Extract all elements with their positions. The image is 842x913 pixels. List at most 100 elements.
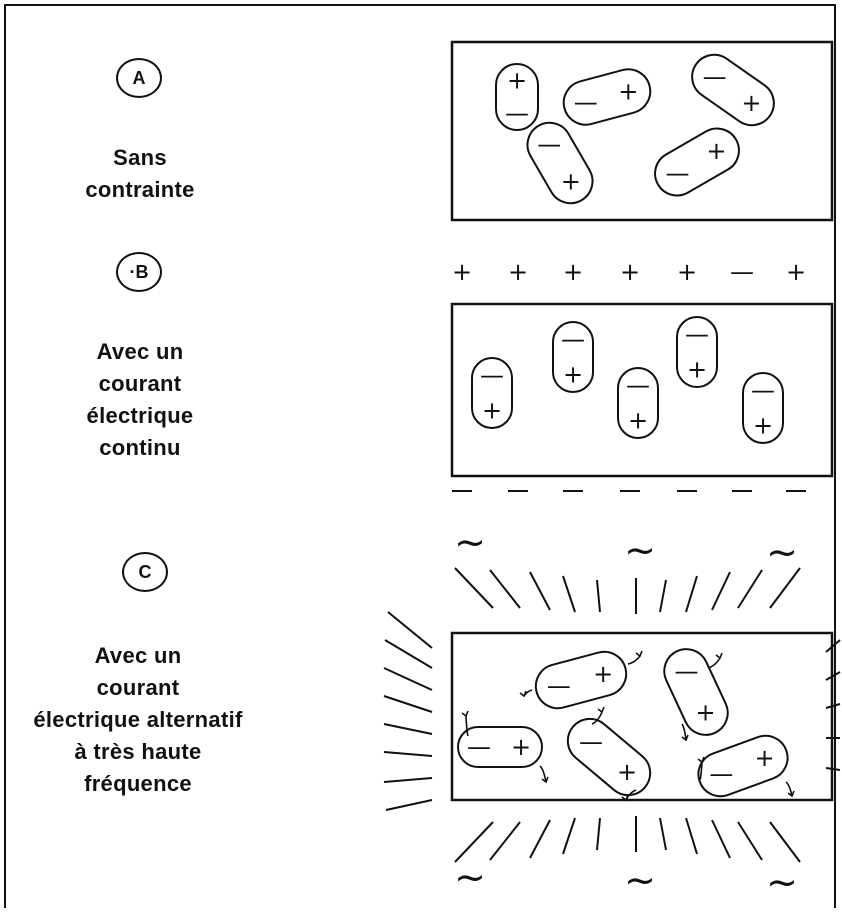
panel-a-label: A <box>116 58 162 98</box>
dipole-molecule: —+ <box>566 717 652 797</box>
negative-charge: — <box>505 100 529 128</box>
dipole-molecule: —+ <box>457 726 543 768</box>
radiation-ray <box>383 723 433 735</box>
plate-charge-positive: + <box>563 258 583 286</box>
rotation-arrow <box>681 723 687 741</box>
caption-line: courant <box>96 675 180 700</box>
molecule-capsule <box>676 316 718 388</box>
radiation-ray <box>711 819 731 859</box>
negative-charge: — <box>626 372 650 400</box>
dipole-molecule: —+ <box>697 734 789 798</box>
positive-charge: + <box>482 397 502 425</box>
molecule-capsule <box>654 127 740 197</box>
caption-line: électrique <box>86 403 194 428</box>
caption-line: électrique alternatif <box>33 707 243 732</box>
radiation-ray <box>385 799 433 811</box>
negative-charge: — <box>561 326 585 354</box>
alternating-current-symbol: ~ <box>766 530 798 574</box>
molecule-capsule <box>562 68 652 126</box>
negative-charge: — <box>751 377 775 405</box>
rotation-arrow <box>465 715 469 737</box>
panel-b-caption: Avec un courant électrique continu <box>50 336 230 464</box>
positive-charge: + <box>687 356 707 384</box>
negative-charge: — <box>666 159 690 187</box>
radiation-ray <box>825 639 841 653</box>
radiation-ray <box>489 821 521 861</box>
radiation-ray <box>825 671 841 681</box>
dipole-molecule: —+ <box>676 316 718 388</box>
positive-charge: + <box>695 698 715 726</box>
negative-charge: — <box>537 130 561 158</box>
radiation-ray <box>659 817 667 851</box>
radiation-ray <box>562 575 576 613</box>
molecule-capsule <box>471 357 513 429</box>
rotation-arrow <box>539 765 547 783</box>
dipole-molecule: —+ <box>526 121 594 205</box>
radiation-ray <box>454 567 494 609</box>
plate-charge-positive: + <box>620 258 640 286</box>
molecule-capsule <box>552 321 594 393</box>
radiation-ray <box>383 695 433 713</box>
panel-c-caption: Avec un courant électrique alternatif à … <box>4 640 272 800</box>
plate-charge-positive: + <box>452 258 472 286</box>
negative-charge: — <box>579 728 603 756</box>
molecule-capsule <box>495 63 539 131</box>
alternating-current-symbol: ~ <box>766 860 798 904</box>
radiation-ray <box>769 821 801 863</box>
positive-charge: + <box>617 758 637 786</box>
caption-line: courant <box>98 371 182 396</box>
alternating-current-symbol: ~ <box>624 858 656 902</box>
rotation-arrow <box>699 761 703 781</box>
radiation-ray <box>737 821 763 861</box>
caption-line: contrainte <box>85 177 195 202</box>
radiation-ray <box>825 703 841 709</box>
radiation-ray <box>454 821 494 863</box>
rotation-arrow <box>591 711 603 725</box>
arrow-head <box>519 690 527 698</box>
positive-charge: + <box>741 89 761 117</box>
panel-c-box <box>450 631 834 802</box>
dipole-molecule: —+ <box>534 650 628 710</box>
panel-a-box <box>450 40 834 222</box>
positive-charge: + <box>511 733 531 761</box>
molecule-capsule <box>457 726 543 768</box>
positive-charge: + <box>706 137 726 165</box>
molecule-capsule <box>663 648 729 736</box>
radiation-ray <box>596 579 601 613</box>
positive-charge: + <box>618 77 638 105</box>
dipole-molecule: —+ <box>617 367 659 439</box>
molecule-capsule <box>691 53 775 127</box>
positive-charge: + <box>593 660 613 688</box>
caption-line: Sans <box>113 145 167 170</box>
molecule-capsule <box>742 372 784 444</box>
arrow-head <box>697 756 705 764</box>
radiation-ray <box>489 569 521 609</box>
positive-charge: + <box>628 407 648 435</box>
molecule-capsule <box>617 367 659 439</box>
plate-charge-positive: + <box>677 258 697 286</box>
arrow-head <box>635 650 643 658</box>
radiation-ray <box>769 567 801 609</box>
dipole-molecule: —+ <box>691 53 775 127</box>
panel-b-box <box>450 302 834 478</box>
arrow-head <box>597 706 605 714</box>
alternating-current-symbol: ~ <box>454 855 486 899</box>
radiation-ray <box>685 817 698 855</box>
rotation-arrow <box>707 657 721 669</box>
arrow-head <box>715 652 723 660</box>
caption-line: Avec un <box>96 339 184 364</box>
negative-charge: — <box>574 89 598 117</box>
radiation-ray <box>711 571 731 611</box>
radiation-ray <box>529 819 551 859</box>
positive-charge: + <box>507 67 527 95</box>
arrow-head <box>541 776 549 784</box>
alternating-current-symbol: ~ <box>624 528 656 572</box>
negative-charge: — <box>685 321 709 349</box>
positive-charge: + <box>561 168 581 196</box>
plate-charge-positive: + <box>508 258 528 286</box>
panel-b-label: ·B <box>116 252 162 292</box>
dipole-molecule: —+ <box>471 357 513 429</box>
caption-line: fréquence <box>84 771 192 796</box>
plate-charge-positive: + <box>786 258 806 286</box>
